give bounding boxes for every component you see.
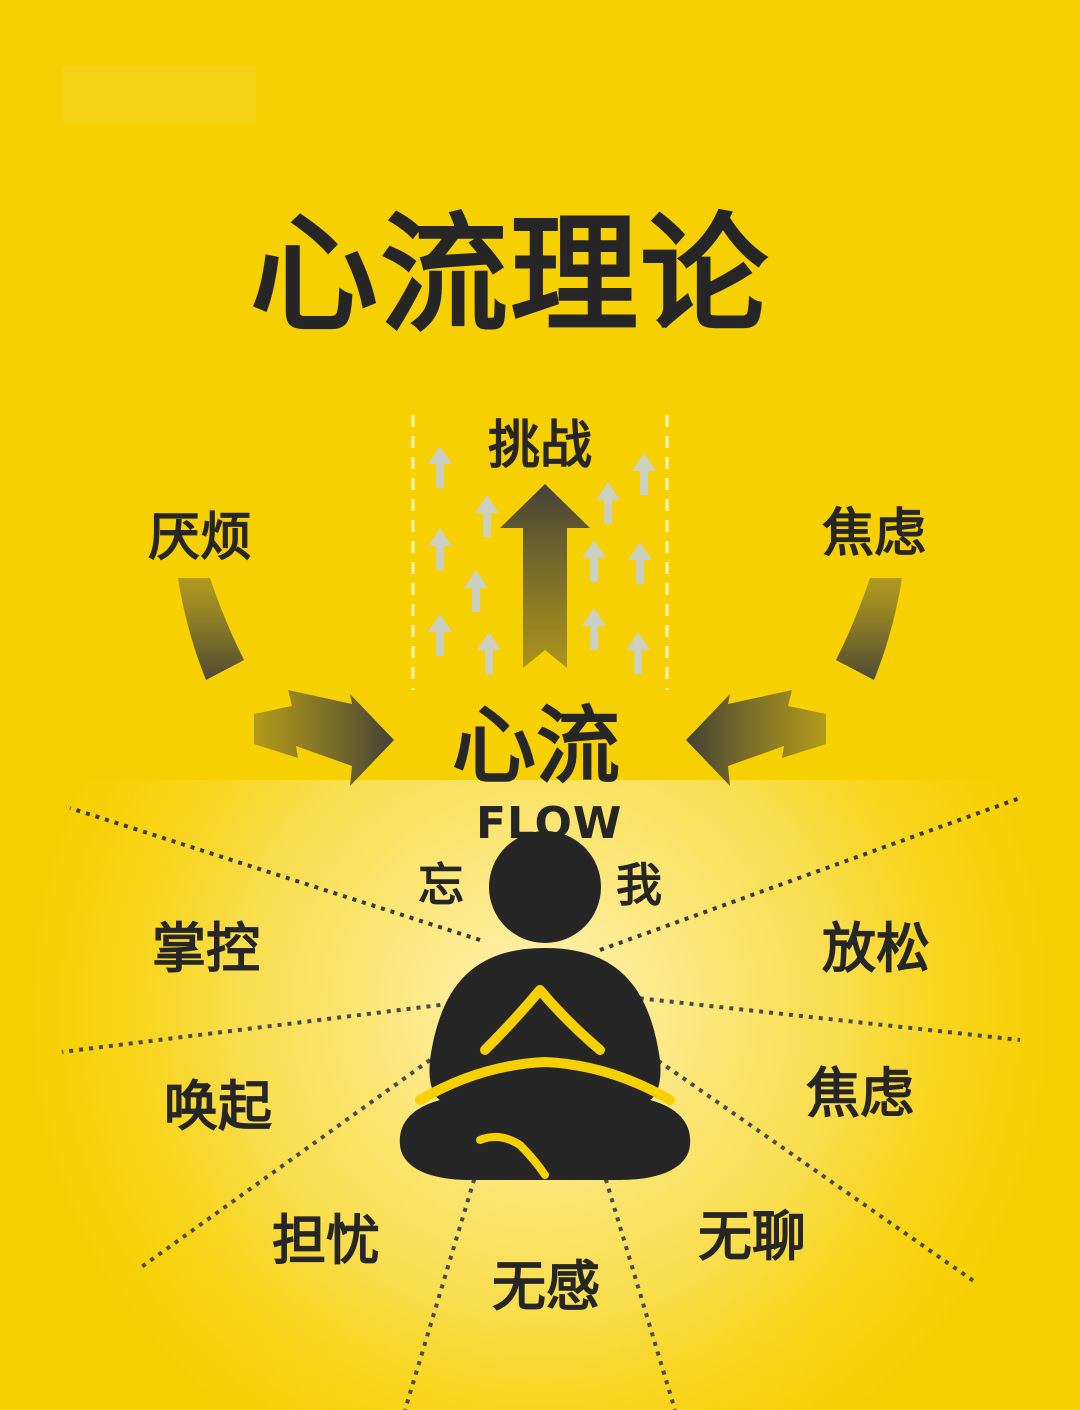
boredom-curve-arrow <box>178 578 244 680</box>
ray-anxiety <box>609 993 1021 1042</box>
figure-head <box>489 831 601 943</box>
state-arousal-label: 唤起 <box>164 1075 272 1138</box>
page-title: 心流理论 <box>250 201 771 350</box>
small-up-arrows <box>428 446 656 674</box>
figure-hands-outline <box>480 985 605 1055</box>
ray-apathy-left <box>403 1159 482 1410</box>
ray-relax <box>599 796 1021 952</box>
state-boredom-label: 无聊 <box>698 1205 806 1268</box>
state-control-label: 掌控 <box>152 917 260 980</box>
boredom-label: 厌烦 <box>148 508 253 568</box>
boredom-zigzag-arrow <box>254 690 394 786</box>
figure-foot-outline <box>476 1132 549 1179</box>
ray-arousal <box>61 998 481 1054</box>
ray-control <box>69 806 481 942</box>
dotted-rays <box>61 796 1021 1410</box>
meditating-figure-icon <box>399 831 691 1180</box>
state-apathy-label: 无感 <box>492 1255 600 1318</box>
ray-apathy-right <box>598 1159 677 1410</box>
challenge-up-arrow <box>500 484 590 668</box>
challenge-label: 挑战 <box>488 416 593 476</box>
anxiety-top-label: 焦虑 <box>822 504 927 564</box>
flow-en-label: FLOW <box>476 798 623 849</box>
state-anxiety-label: 焦虑 <box>806 1062 914 1125</box>
ray-boredom <box>648 1053 977 1284</box>
anxiety-zigzag-arrow <box>686 690 826 786</box>
figure-arms-outline <box>415 1056 675 1105</box>
forget-label: 忘 <box>418 858 464 912</box>
flow-cn-label: 心流 <box>452 697 621 795</box>
state-relax-label: 放松 <box>822 917 930 980</box>
blurred-watermark <box>62 66 256 124</box>
self-label: 我 <box>616 858 662 912</box>
anxiety-curve-arrow <box>836 578 902 680</box>
state-worry-label: 担忧 <box>272 1209 380 1272</box>
